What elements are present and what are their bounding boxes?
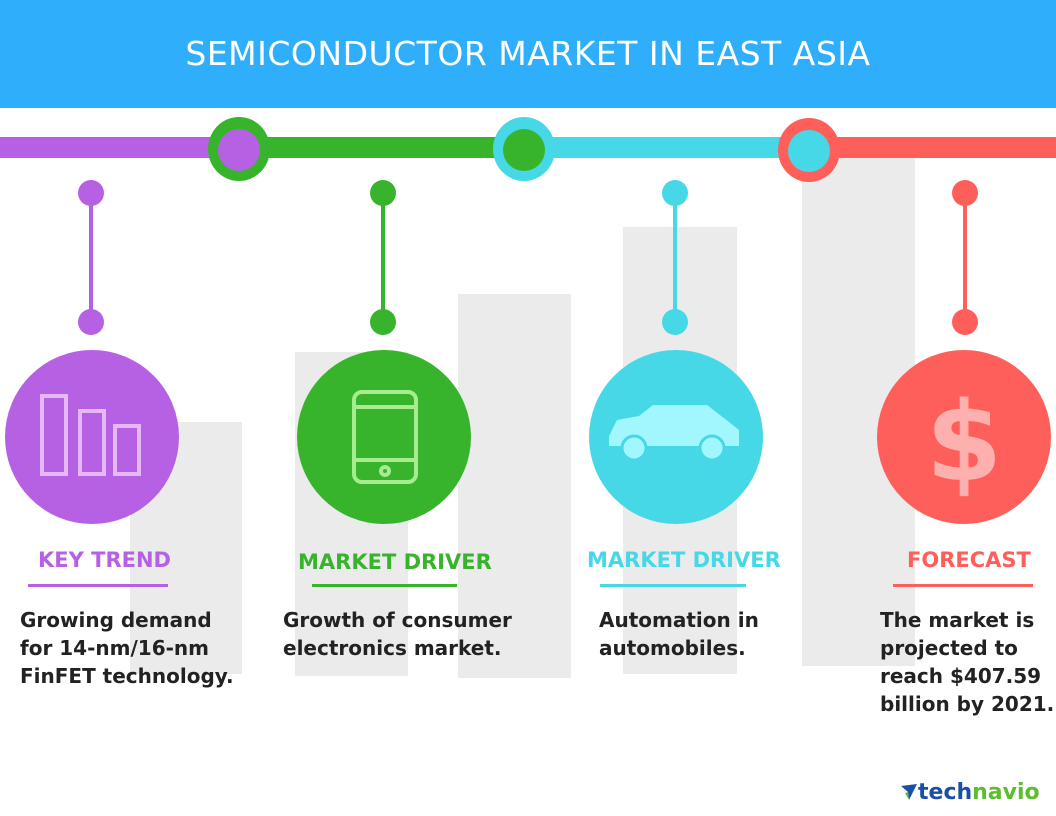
timeline-segment-green	[238, 137, 524, 158]
timeline-segment-cyan	[523, 137, 809, 158]
desc-line: Growing demand	[20, 608, 212, 632]
pin-stem	[89, 193, 93, 323]
desc-line: electronics market.	[283, 636, 502, 660]
desc-line: automobiles.	[599, 636, 746, 660]
pin-dot	[662, 309, 688, 335]
desc-line: for 14-nm/16-nm	[20, 636, 209, 660]
logo-text-tech: tech	[918, 780, 973, 805]
bar-chart-icon	[40, 394, 141, 476]
pin-dot	[370, 180, 396, 206]
label-underline	[600, 584, 746, 587]
pin-dot	[952, 180, 978, 206]
timeline-node-inner	[218, 129, 260, 171]
tablet-icon	[352, 390, 418, 484]
logo-text-navio: navio	[972, 780, 1040, 805]
pin-dot	[662, 180, 688, 206]
card-description: Automation in automobiles.	[599, 606, 759, 662]
desc-line: reach $407.59	[880, 664, 1042, 688]
desc-line: FinFET technology.	[20, 664, 234, 688]
desc-line: projected to	[880, 636, 1018, 660]
market-driver-circle-2	[589, 350, 763, 524]
timeline-segment-purple	[0, 137, 240, 158]
pin-dot	[370, 309, 396, 335]
timeline-node-inner	[788, 130, 830, 172]
background-bar	[458, 294, 571, 678]
technavio-logo: technavio	[900, 780, 1040, 805]
card-label: MARKET DRIVER	[587, 548, 781, 572]
market-driver-circle-1	[297, 350, 471, 524]
card-label: KEY TREND	[38, 548, 171, 572]
dollar-icon: $	[926, 378, 1003, 506]
label-underline	[28, 584, 168, 587]
pin-dot	[78, 180, 104, 206]
card-description: Growing demand for 14-nm/16-nm FinFET te…	[20, 606, 234, 690]
header-banner	[0, 0, 1056, 108]
car-icon	[609, 405, 739, 462]
desc-line: Growth of consumer	[283, 608, 512, 632]
card-label: FORECAST	[907, 548, 1031, 572]
key-trend-circle	[5, 350, 179, 524]
pin-stem	[673, 193, 677, 323]
svg-text:$: $	[926, 378, 1003, 506]
desc-line: The market is	[880, 608, 1035, 632]
forecast-circle: $	[877, 350, 1051, 524]
card-label: MARKET DRIVER	[298, 550, 492, 574]
logo-arrow-icon	[901, 784, 917, 800]
card-description: Growth of consumer electronics market.	[283, 606, 512, 662]
pin-stem	[963, 193, 967, 323]
card-description: The market is projected to reach $407.59…	[880, 606, 1054, 718]
label-underline	[312, 584, 457, 587]
pin-dot	[78, 309, 104, 335]
desc-line: billion by 2021.	[880, 692, 1055, 716]
desc-line: Automation in	[599, 608, 759, 632]
label-underline	[893, 584, 1033, 587]
timeline-segment-red	[808, 137, 1056, 158]
pin-dot	[952, 309, 978, 335]
timeline-node-inner	[503, 129, 545, 171]
pin-stem	[381, 193, 385, 323]
page-title: SEMICONDUCTOR MARKET IN EAST ASIA	[185, 34, 871, 73]
